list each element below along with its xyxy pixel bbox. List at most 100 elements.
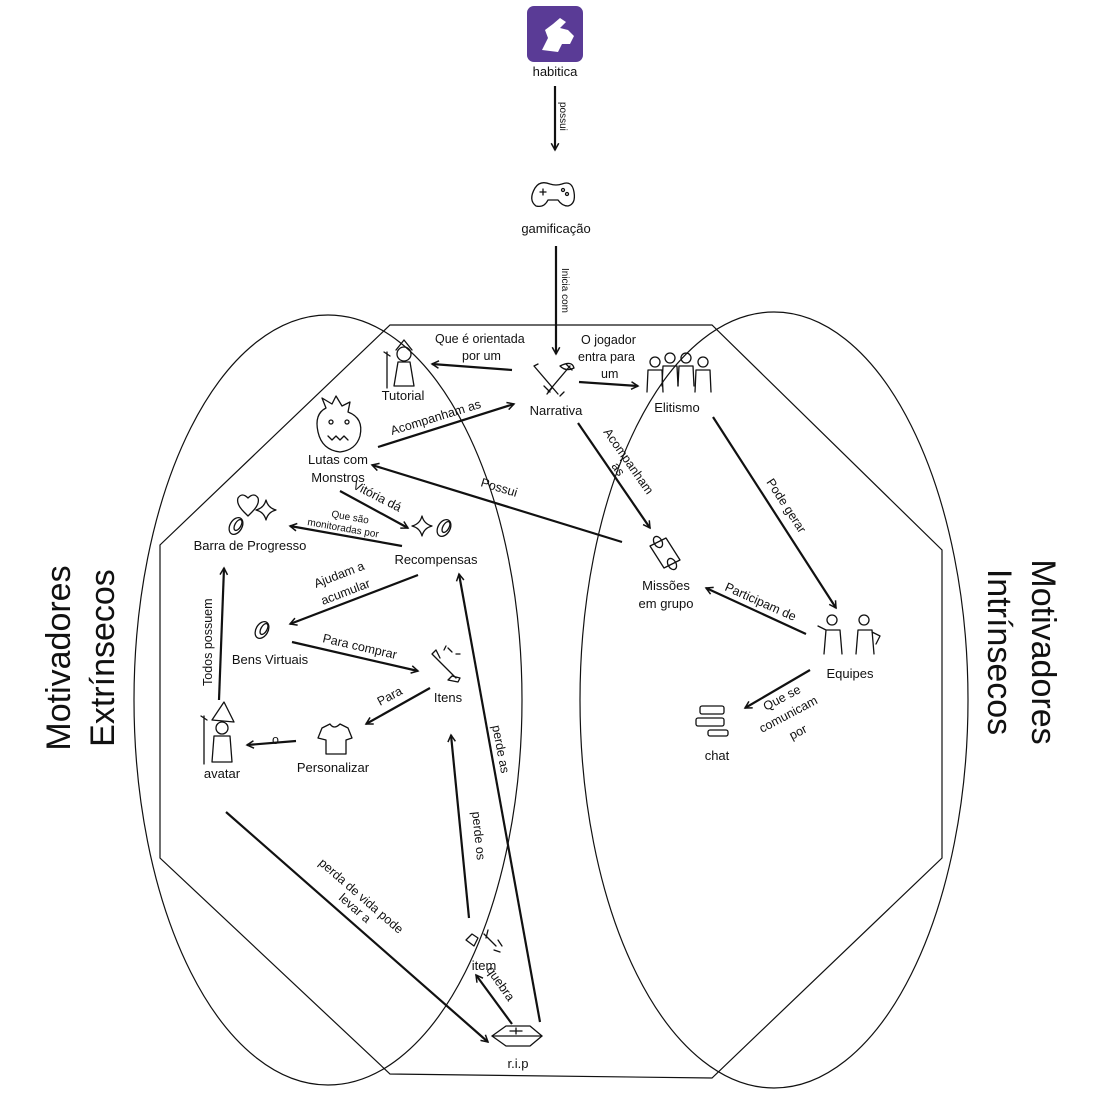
edge-participam [706, 588, 807, 635]
node-chat: chat [695, 705, 730, 763]
node-personalizar: Personalizar [297, 723, 370, 775]
svg-text:habitica: habitica [533, 64, 579, 79]
svg-text:Itens: Itens [434, 690, 463, 705]
svg-text:Elitismo: Elitismo [654, 400, 700, 415]
edge-label-perda-1: perda de vida pode [316, 856, 406, 937]
svg-text:Missões: Missões [642, 578, 690, 593]
extrinsic-label: Motivadores Extrínsecos [40, 565, 122, 750]
central-octagon [159, 324, 943, 1079]
wizard-icon [383, 339, 415, 389]
svg-text:Bens Virtuais: Bens Virtuais [232, 652, 309, 667]
edge-o [247, 739, 297, 745]
edge-label-perde-os: perde os [469, 811, 488, 861]
node-bens-virtuais: Bens Virtuais [232, 620, 309, 667]
chat-icon [695, 705, 729, 737]
node-avatar: avatar [200, 701, 241, 781]
broken-item-icon [465, 929, 503, 953]
svg-text:chat: chat [705, 748, 730, 763]
edge-label-jogador-3: um [601, 367, 618, 381]
edge-monitoradas [290, 526, 403, 548]
group-icon [646, 352, 712, 393]
edge-label-orientada-2: por um [462, 349, 501, 363]
sword-icon [431, 645, 461, 683]
svg-text:Recompensas: Recompensas [394, 552, 478, 567]
sparkle-icon [411, 515, 433, 537]
edge-perde-os [451, 735, 471, 919]
edge-acompanham [577, 422, 651, 528]
edge-possui-missoes [372, 465, 623, 544]
coin-icon [436, 518, 452, 538]
edge-comunicam [745, 669, 811, 709]
edge-pode-gerar [712, 416, 837, 608]
edge-ajudam [290, 573, 419, 624]
node-elitismo: Elitismo [646, 352, 712, 415]
coffin-icon [491, 1025, 543, 1047]
intrinsic-ellipse [579, 311, 969, 1089]
svg-text:Monstros: Monstros [311, 470, 365, 485]
svg-text:r.i.p: r.i.p [508, 1056, 529, 1071]
svg-text:Motivadores: Motivadores [1024, 559, 1062, 744]
edge-label-perde-as: perde as [489, 724, 512, 774]
node-missoes-grupo: Missões em grupo [639, 535, 694, 611]
edge-label-acompanham-1: Acompanham [601, 426, 657, 497]
edge-label-possui-missoes: Possui [479, 475, 519, 499]
edge-label-orientada-1: Que é orientada [435, 332, 525, 346]
edge-vitoria [339, 490, 408, 529]
edge-label-inicia-com: Inicia com [559, 268, 570, 313]
svg-text:item: item [472, 958, 497, 973]
scroll-icon [649, 535, 681, 571]
swords-icon [533, 362, 575, 397]
svg-text:Extrínsecos: Extrínsecos [84, 569, 122, 747]
svg-text:Tutorial: Tutorial [382, 388, 425, 403]
coin-icon [228, 516, 244, 536]
node-equipes: Equipes [817, 614, 881, 681]
svg-text:gamificação: gamificação [521, 221, 590, 236]
svg-text:Lutas com: Lutas com [308, 452, 368, 467]
gamepad-icon [531, 182, 576, 208]
node-narrativa: Narrativa [530, 362, 584, 418]
node-tutorial: Tutorial [382, 339, 425, 403]
node-habitica: habitica [527, 6, 583, 79]
edge-comprar [291, 640, 418, 671]
edge-label-acompanham-2: as [609, 460, 628, 479]
svg-text:em grupo: em grupo [639, 596, 694, 611]
heart-icon [236, 494, 260, 517]
shirt-icon [317, 723, 353, 755]
svg-text:Personalizar: Personalizar [297, 760, 370, 775]
node-barra-progresso: Barra de Progresso [194, 494, 307, 553]
svg-text:Barra de Progresso: Barra de Progresso [194, 538, 307, 553]
svg-text:Motivadores: Motivadores [40, 565, 78, 750]
sparkle-icon [255, 499, 277, 521]
node-item: item [465, 929, 503, 973]
coin-icon [254, 620, 270, 640]
svg-text:Narrativa: Narrativa [530, 403, 584, 418]
svg-text:Intrínsecos: Intrínsecos [980, 569, 1018, 735]
wizard-icon [200, 701, 235, 765]
edge-orientada [432, 364, 513, 372]
edge-jogador [578, 380, 638, 386]
team-icon [817, 614, 881, 655]
svg-text:Equipes: Equipes [827, 666, 874, 681]
edge-label-todos: Todos possuem [201, 598, 215, 686]
node-gamificacao: gamificação [521, 182, 591, 236]
node-lutas-monstros: Lutas com Monstros [308, 395, 368, 485]
edge-label-jogador-1: O jogador [581, 333, 636, 347]
monster-icon [316, 395, 362, 453]
node-rip: r.i.p [491, 1025, 543, 1071]
edge-quebra [476, 975, 513, 1025]
edge-todos [217, 568, 224, 701]
edge-label-jogador-2: entra para [578, 350, 635, 364]
edge-acompanham-as [377, 404, 514, 449]
edge-label-o: o [272, 733, 279, 747]
node-recompensas: Recompensas [394, 515, 478, 567]
node-itens: Itens [431, 645, 463, 705]
edge-label-comunicam-3: por [787, 722, 810, 743]
svg-text:avatar: avatar [204, 766, 241, 781]
griffin-icon [542, 18, 574, 52]
edge-label-possui: possui [557, 102, 568, 131]
intrinsic-label: Motivadores Intrínsecos [980, 559, 1062, 744]
edge-para [366, 687, 431, 725]
extrinsic-ellipse [133, 314, 523, 1086]
edge-perda-vida [225, 811, 488, 1042]
